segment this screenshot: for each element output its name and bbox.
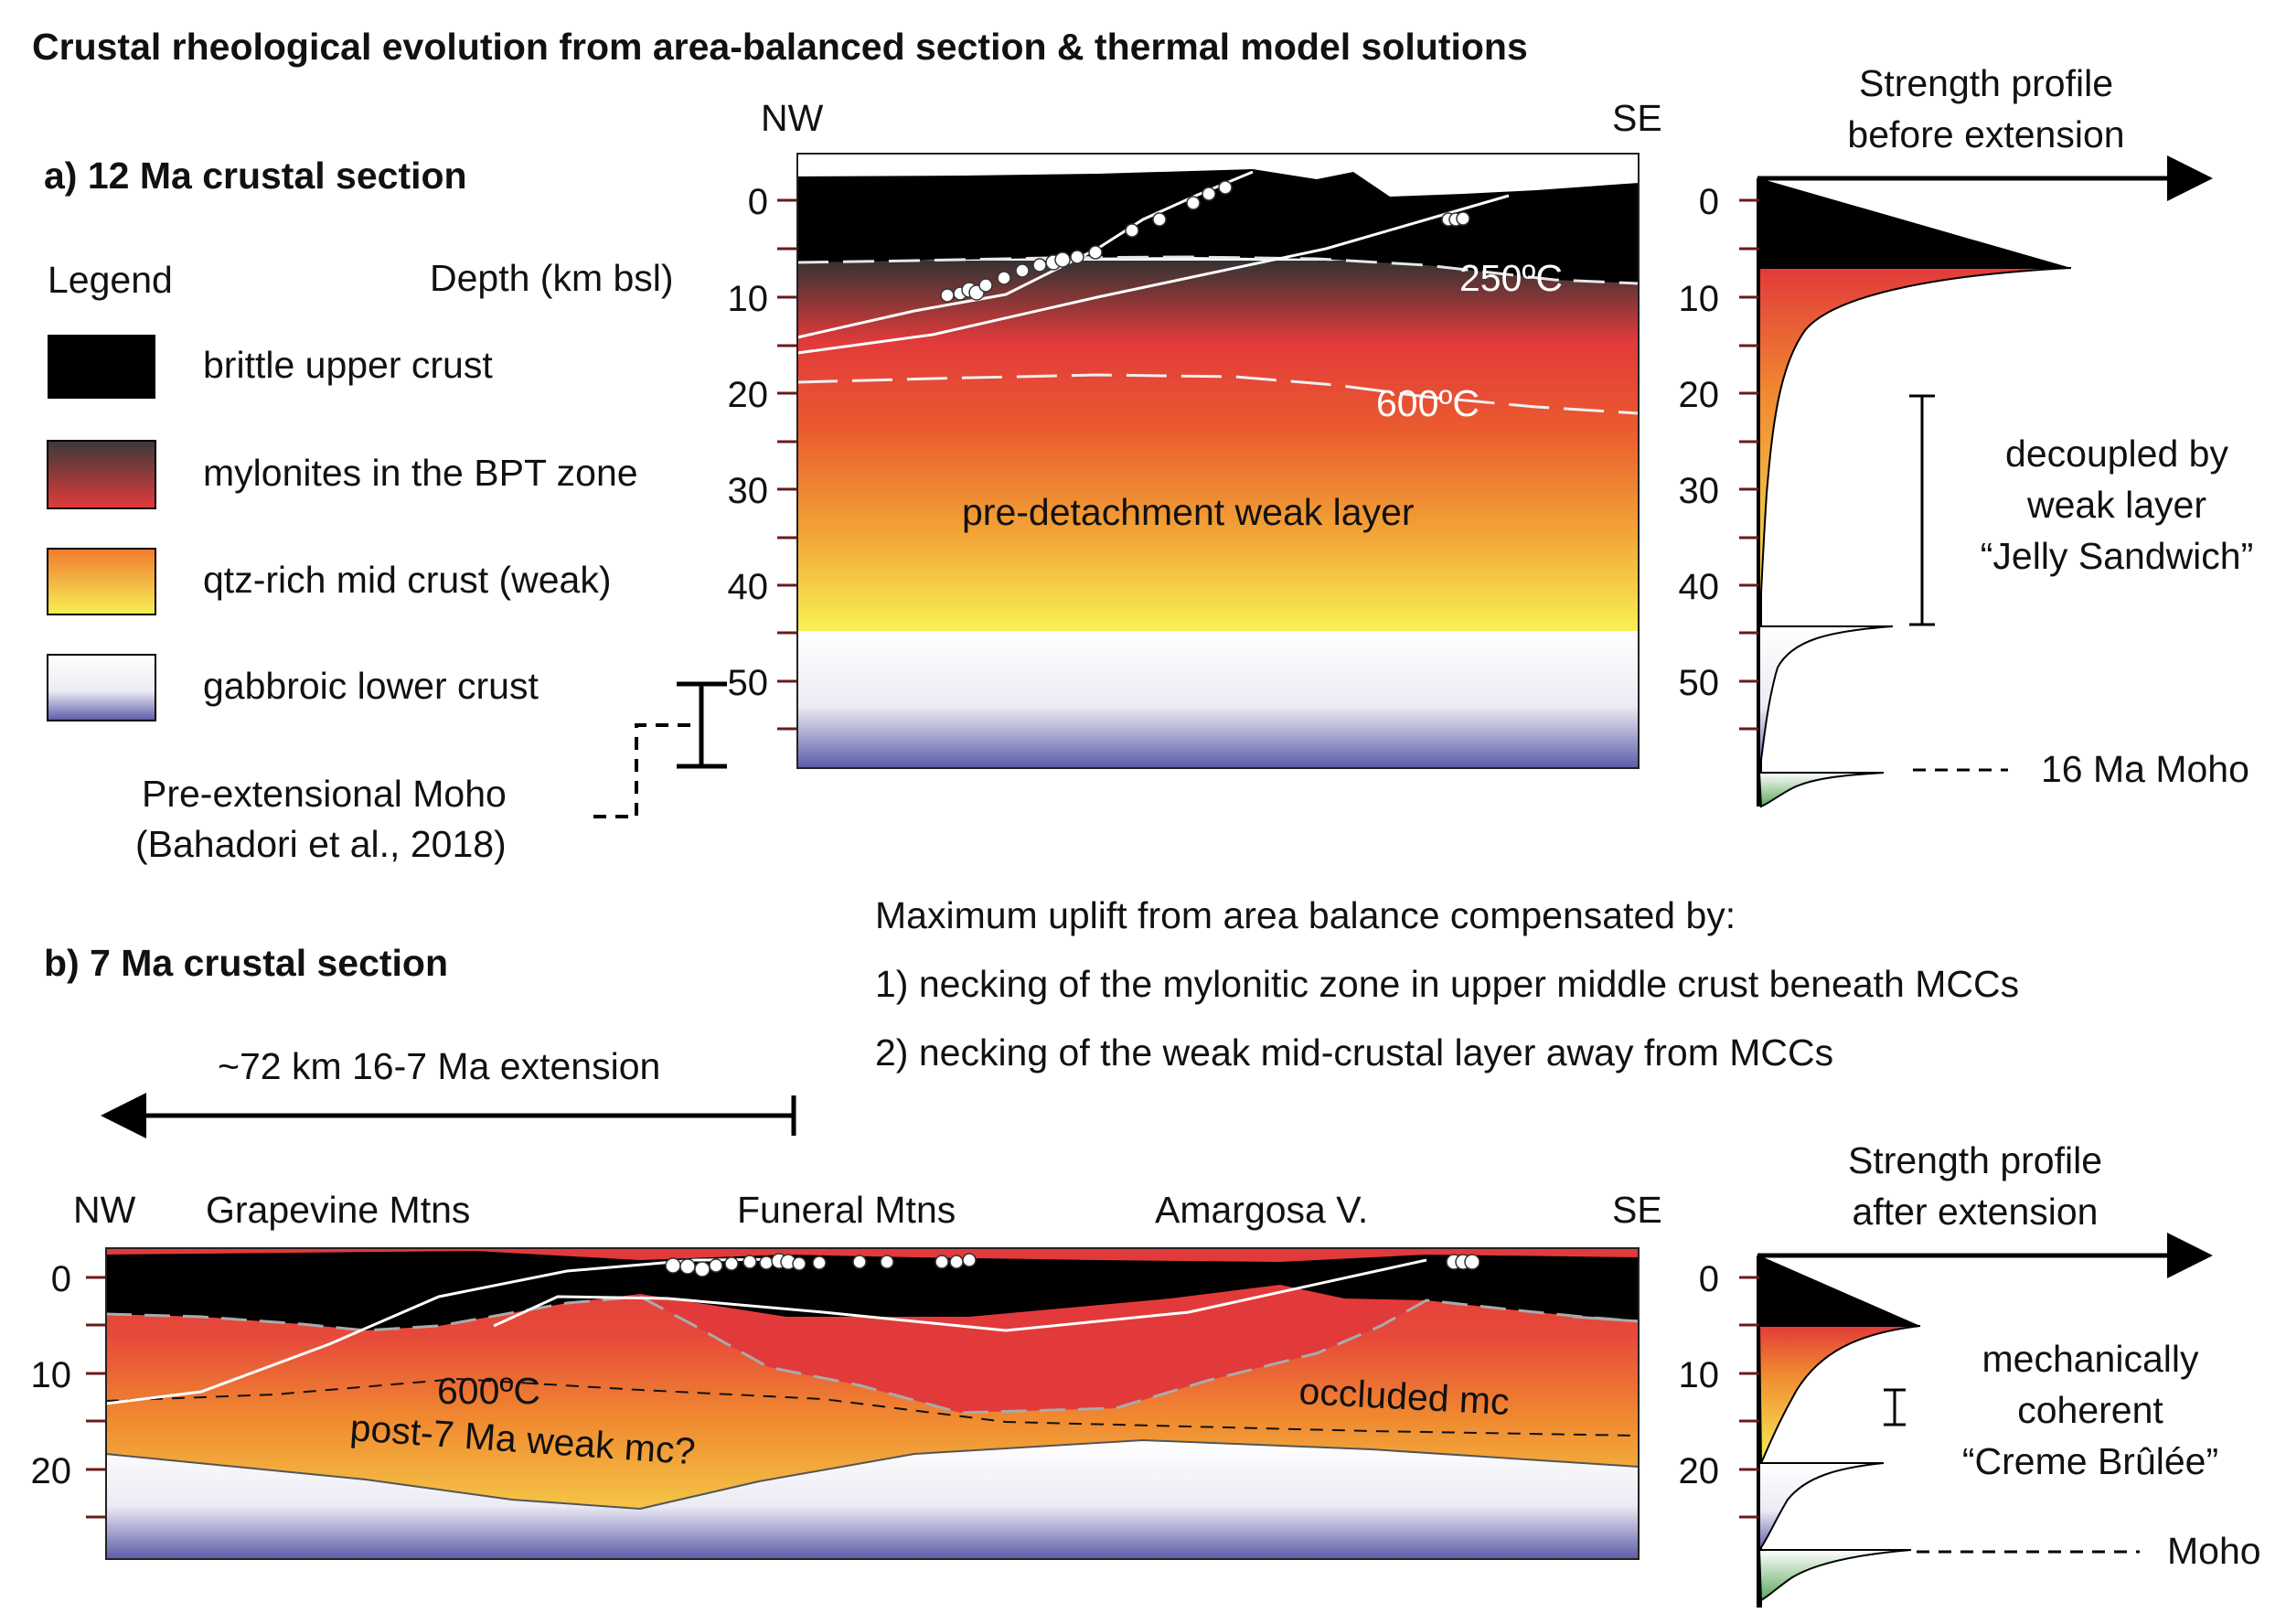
uplift-line-2: 1) necking of the mylonitic zone in uppe… [875,963,2019,1005]
uplift-line-1: Maximum uplift from area balance compens… [875,894,1736,936]
section-b: 600ºC post-7 Ma weak mc? occluded mc [105,1247,1640,1560]
panel-b-heading: b) 7 Ma crustal section [44,942,448,984]
legend-title: Legend [48,259,173,301]
place-amargosa: Amargosa V. [1155,1189,1368,1231]
moho-label-2: (Bahadori et al., 2018) [135,823,507,865]
sp1-note-3: “Jelly Sandwich” [1981,535,2254,577]
sp1-tick-0: 0 [1699,182,1719,222]
depth-tick-a-40: 40 [728,567,769,607]
weak-layer-label: pre-detachment weak layer [962,491,1415,533]
sp2-note-3: “Creme Brûlée” [1962,1440,2218,1482]
depth-tick-a-30: 30 [728,471,769,511]
sp2-note-1: mechanically [1982,1338,2199,1380]
panel-b-nw: NW [73,1189,136,1231]
place-grapevine: Grapevine Mtns [206,1189,470,1231]
sp1-note-1: decoupled by [2005,433,2228,475]
legend-swatch-mylonite [47,440,156,509]
iso-600-b: 600ºC [437,1370,540,1412]
strength-after-title-2: after extension [1853,1191,2099,1233]
figure-title: Crustal rheological evolution from area-… [32,26,1528,68]
iso-600-a: 600ºC [1376,382,1479,424]
legend-swatch-brittle [48,335,155,399]
panel-b-se: SE [1612,1189,1662,1231]
legend-swatch-midcrust [47,548,156,615]
strength-before-title-2: before extension [1847,113,2124,155]
uplift-line-3: 2) necking of the weak mid-crustal layer… [875,1031,1833,1074]
panel-a-heading: a) 12 Ma crustal section [44,155,467,197]
sp1-tick-30: 30 [1679,471,1720,511]
panel-a-nw: NW [761,97,824,139]
sp2-tick-20: 20 [1679,1451,1720,1491]
depth-axis-label: Depth (km bsl) [430,257,674,299]
strength-profile-before: 0 10 20 30 40 50 [1679,155,2213,808]
strength-after-title-1: Strength profile [1848,1139,2102,1181]
depth-axis-a: 0 10 20 30 40 50 [728,182,797,731]
depth-tick-a-0: 0 [748,182,768,222]
depth-tick-b-20: 20 [31,1451,72,1491]
depth-tick-b-0: 0 [51,1259,71,1299]
sp2-tick-0: 0 [1699,1259,1719,1299]
sp1-note-2: weak layer [2026,484,2206,526]
strength-before-title-1: Strength profile [1859,62,2113,104]
moho-label-1: Pre-extensional Moho [142,773,507,815]
depth-tick-a-10: 10 [728,279,769,319]
sp1-tick-20: 20 [1679,375,1720,415]
moho-marker [590,681,727,818]
panel-a-se: SE [1612,97,1662,139]
sp2-moho: Moho [2167,1530,2261,1572]
sp2-note-2: coherent [2017,1389,2163,1431]
section-a: 250ºC 600ºC pre-detachment weak layer [796,153,1640,769]
legend-label-lowercrust: gabbroic lower crust [203,665,539,707]
legend-swatch-lowercrust [47,654,156,721]
legend: brittle upper crust mylonites in the BPT… [47,335,638,721]
sp2-tick-10: 10 [1679,1355,1720,1395]
sp1-tick-50: 50 [1679,663,1720,703]
iso-250-a: 250ºC [1459,257,1563,299]
extension-label: ~72 km 16-7 Ma extension [218,1045,660,1087]
depth-tick-a-20: 20 [728,375,769,415]
depth-tick-b-10: 10 [31,1355,72,1395]
legend-label-brittle: brittle upper crust [203,344,493,386]
depth-tick-a-50: 50 [728,663,769,703]
sp1-tick-40: 40 [1679,567,1720,607]
depth-axis-b: 0 10 20 [31,1259,106,1519]
legend-label-mylonite: mylonites in the BPT zone [203,452,638,494]
place-funeral: Funeral Mtns [737,1189,956,1231]
sp1-moho: 16 Ma Moho [2041,748,2249,790]
sp1-tick-10: 10 [1679,279,1720,319]
strength-profile-after: 0 10 20 [1679,1233,2213,1608]
legend-label-midcrust: qtz-rich mid crust (weak) [203,559,612,601]
extension-arrow [101,1093,796,1138]
